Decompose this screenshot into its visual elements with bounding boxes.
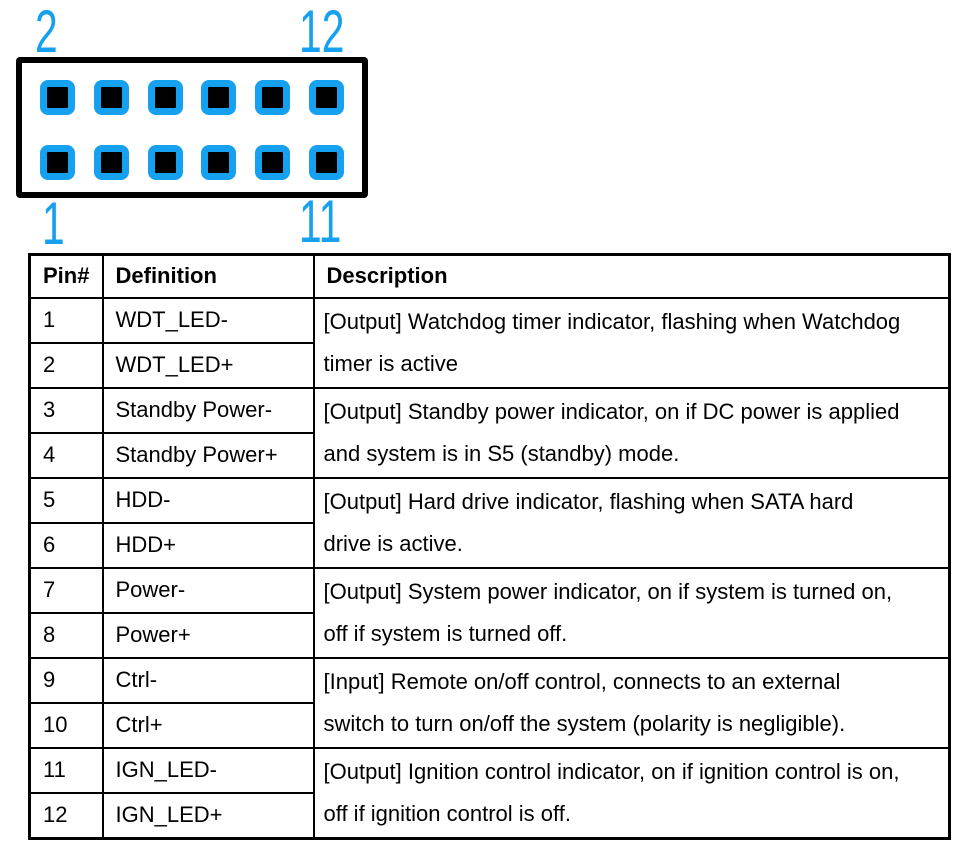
description-line: timer is active [323,350,458,376]
description-line: [Output] Hard drive indicator, flashing … [323,488,854,514]
definition-cell: WDT_LED- [101,296,315,344]
description-line: drive is active. [323,530,463,556]
description-line: [Output] System power indicator, on if s… [323,578,893,604]
pin-number-cell: 5 [28,476,104,524]
table-row: 11 IGN_LED- [Output] Ignition control in… [28,746,951,839]
pin-4 [93,80,129,115]
pin-row-odd [22,145,362,180]
description-cell: [Input] Remote on/off control, connects … [312,656,951,749]
pin-label-11: 11 [299,188,342,255]
description-cell: [Output] Hard drive indicator, flashing … [312,476,951,569]
definition-cell: Ctrl- [101,656,315,704]
pin-label-2: 2 [35,0,58,65]
description-line: [Input] Remote on/off control, connects … [323,668,841,694]
pin-number-cell: 11 [28,746,104,794]
description-line: switch to turn on/off the system (polari… [323,710,846,736]
description-line: [Output] Watchdog timer indicator, flash… [323,308,901,334]
pin-9 [255,145,291,180]
description-cell: [Output] System power indicator, on if s… [312,566,951,659]
pin-number-cell: 9 [28,656,104,704]
definition-cell: IGN_LED+ [101,791,315,840]
pin-1 [40,145,75,180]
pin-number-cell: 7 [28,566,104,614]
definition-cell: Ctrl+ [101,701,315,749]
definition-cell: IGN_LED- [101,746,315,794]
pin-8 [201,80,237,115]
table-row: 5 HDD- [Output] Hard drive indicator, fl… [28,476,951,569]
table-header-row: Pin# Definition Description [28,253,951,299]
pin-11 [308,145,344,180]
table-row: 4 Standby Power+ [28,431,950,479]
pin-number-cell: 3 [28,386,104,434]
definition-cell: Standby Power+ [101,431,315,479]
description-line: and system is in S5 (standby) mode. [323,440,680,466]
pin-6 [147,80,183,115]
pin-number-cell: 6 [28,521,104,569]
description-line: off if ignition control is off. [323,800,571,826]
pin-10 [255,80,291,115]
pin-2 [40,80,75,115]
table-row: 6 HDD+ [28,521,950,569]
pin-number-cell: 12 [28,791,104,840]
description-cell: [Output] Watchdog timer indicator, flash… [312,296,951,389]
definition-cell: Standby Power- [101,386,315,434]
pin-number-cell: 2 [28,341,104,389]
description-line: off if system is turned off. [323,620,568,646]
table-row: 8 Power+ [28,611,950,659]
description-cell: [Output] Ignition control indicator, on … [312,746,951,839]
pin-row-even [22,80,362,115]
pin-3 [93,145,129,180]
description-line: [Output] Standby power indicator, on if … [323,398,900,424]
pinout-table: Pin# Definition Description 1 WDT_LED- [… [28,253,951,840]
definition-cell: WDT_LED+ [101,341,315,389]
pin-5 [147,145,183,180]
description-line: [Output] Ignition control indicator, on … [323,758,900,784]
table-row: 9 Ctrl- [Input] Remote on/off control, c… [28,656,951,749]
pin-label-12: 12 [299,0,345,65]
pin-12 [308,80,344,115]
header-pin: Pin# [28,253,104,299]
pin-number-cell: 4 [28,431,104,479]
pin-number-cell: 1 [28,296,104,344]
table-row: 12 IGN_LED+ [28,791,950,840]
connector-outline [16,57,368,198]
description-cell: [Output] Standby power indicator, on if … [312,386,951,479]
table-row: 1 WDT_LED- [Output] Watchdog timer indic… [28,296,951,389]
pin-7 [201,145,237,180]
definition-cell: HDD+ [101,521,315,569]
definition-cell: HDD- [101,476,315,524]
table-row: 2 WDT_LED+ [28,341,950,389]
pin-number-cell: 8 [28,611,104,659]
table-row: 10 Ctrl+ [28,701,950,749]
table-row: 7 Power- [Output] System power indicator… [28,566,951,659]
pin-label-1: 1 [42,190,65,257]
header-definition: Definition [101,253,315,299]
definition-cell: Power- [101,566,315,614]
definition-cell: Power+ [101,611,315,659]
header-description: Description [312,253,951,299]
table-row: 3 Standby Power- [Output] Standby power … [28,386,951,479]
pin-number-cell: 10 [28,701,104,749]
